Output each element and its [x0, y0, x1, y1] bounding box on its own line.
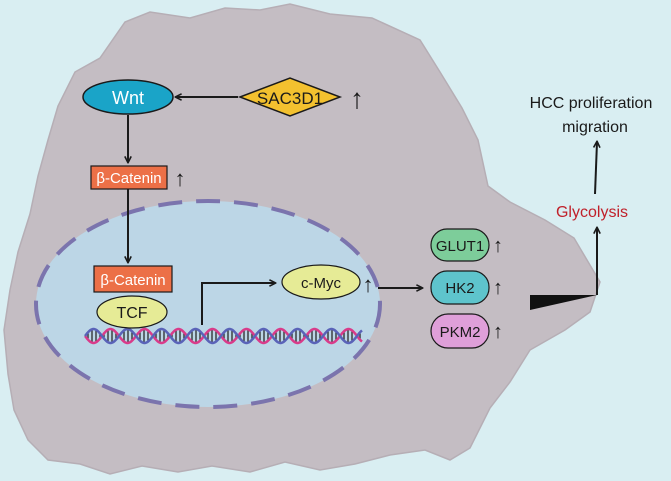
dna-strand-a: [84, 327, 363, 345]
wnt-node: [82, 79, 174, 115]
wnt-label: Wnt: [112, 88, 144, 108]
cmyc-up-arrow: ↑: [363, 272, 374, 297]
cmyc-label: c-Myc: [301, 275, 341, 292]
arrow-transcription-to-cmyc: [201, 283, 275, 325]
pkm2-node: [430, 313, 490, 349]
hk2-label: HK2: [445, 280, 474, 297]
sac3d1-label: SAC3D1: [257, 89, 323, 108]
sac3d1-up-arrow: ↑: [350, 83, 364, 114]
glut1-up-arrow: ↑: [493, 235, 503, 257]
beta-catenin-nucleus-node: [93, 265, 173, 293]
hk2-up-arrow: ↑: [493, 277, 503, 299]
increasing-wedge: [530, 295, 597, 310]
tcf-node: [96, 295, 168, 329]
sac3d1-node: [237, 77, 343, 117]
beta-catenin-cytoplasm-label: β-Catenin: [96, 170, 161, 187]
pkm2-up-arrow: ↑: [493, 321, 503, 343]
glut1-node: [430, 228, 490, 262]
beta-catenin-up-arrow: ↑: [175, 166, 186, 191]
dna-helix: [84, 327, 363, 345]
arrow-glycolysis-to-outcome: [595, 142, 597, 195]
cmyc-node: [281, 264, 361, 300]
outcome-line-1: HCC proliferation: [530, 95, 653, 112]
tcf-label: TCF: [116, 305, 147, 322]
glycolysis-label: Glycolysis: [556, 204, 628, 221]
hk2-node: [430, 270, 490, 305]
glut1-label: GLUT1: [436, 238, 484, 255]
dna-strand-b: [84, 327, 363, 345]
pkm2-label: PKM2: [440, 324, 481, 341]
nucleus: [34, 199, 382, 409]
outcome-line-2: migration: [562, 119, 628, 136]
beta-catenin-nucleus-label: β-Catenin: [100, 272, 165, 289]
